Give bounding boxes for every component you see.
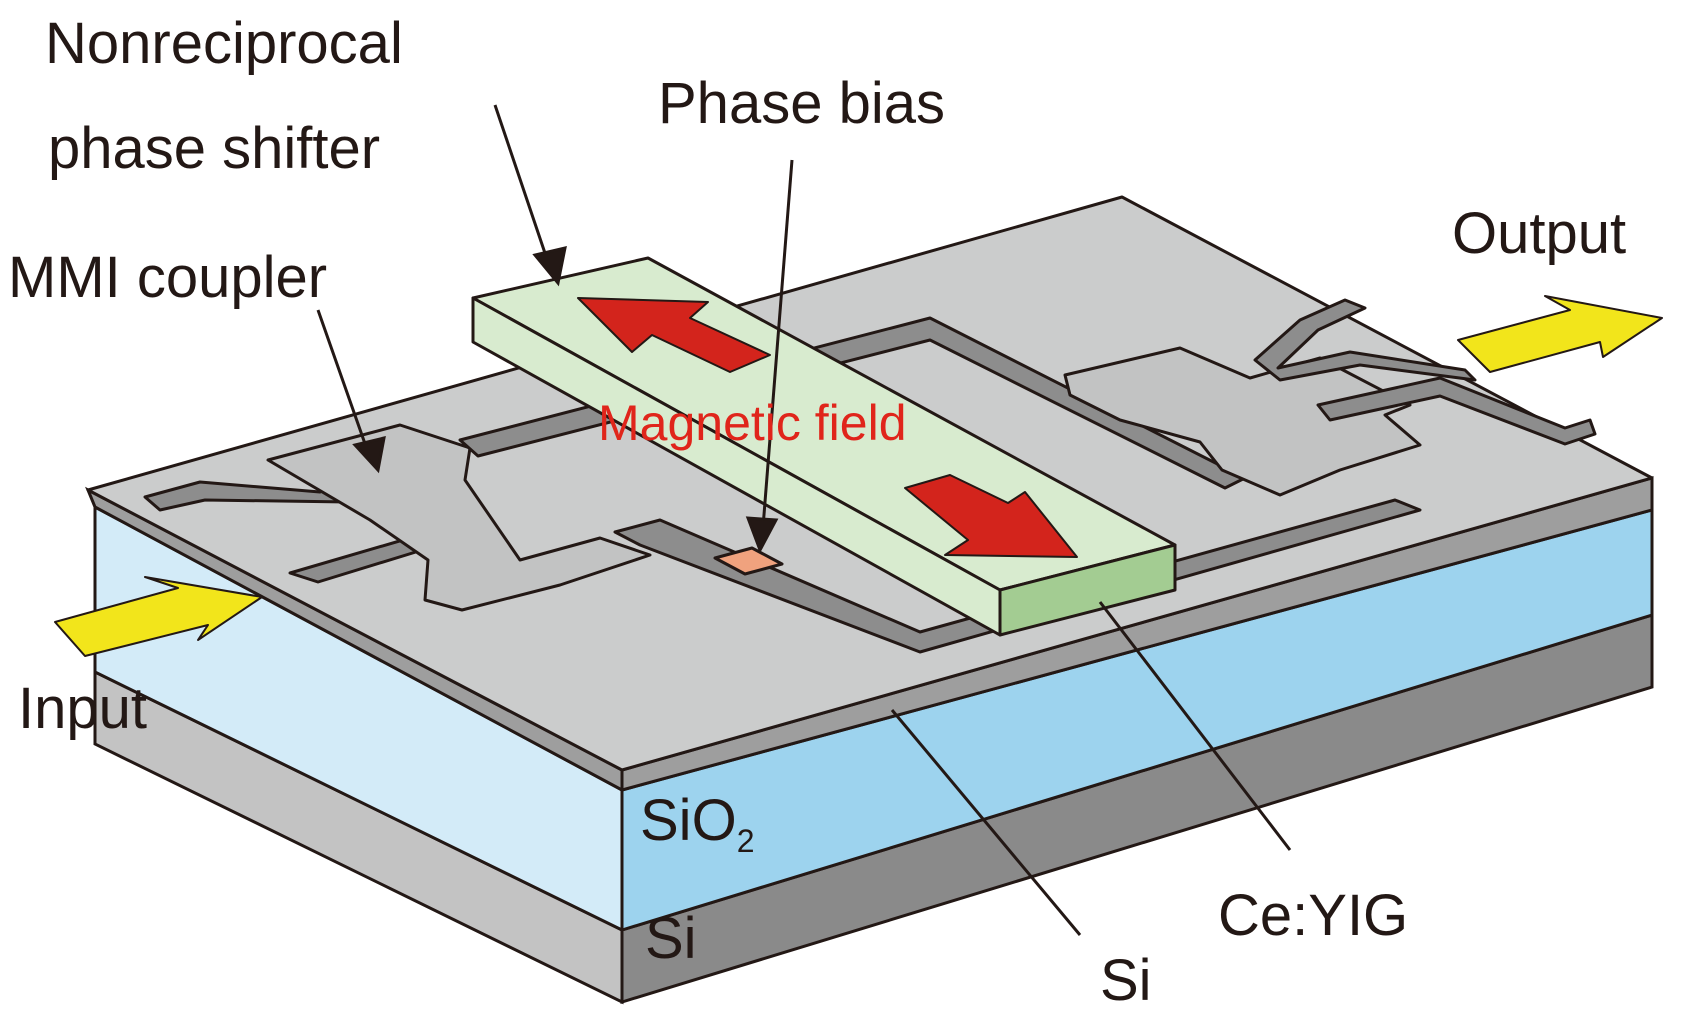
leader-line-si [890,709,1082,936]
label-output: Output [1452,201,1626,266]
input-arrow [54,576,263,657]
ceyig-slab-left [471,296,1002,637]
label-magnetic-field: Magnetic field [598,395,907,451]
label-phase-bias: Phase bias [658,71,945,136]
label-si-waveguide: Si [1100,948,1152,1013]
leader-arrow-mmi [352,435,386,474]
mmi-coupler-right [1063,346,1422,497]
label-nonreciprocal-line2: phase shifter [48,116,380,181]
label-ceyig: Ce:YIG [1218,883,1408,948]
labels: Nonreciprocal phase shifter Phase bias M… [8,11,1626,1013]
leader-arrow-phase-shifter [532,246,567,287]
output-waveguide-trench-upper [1253,298,1477,382]
output-arrow [1457,295,1663,373]
label-si-substrate: Si [645,906,697,971]
leader-lines [316,104,1292,936]
magnetic-arrow-right [904,474,1078,558]
io-arrows [54,295,1663,657]
leader-line-ceyig [1098,601,1292,851]
label-sio2-subscript: 2 [737,823,755,859]
label-mmi-coupler: MMI coupler [8,245,327,310]
magnetic-arrow-left [577,297,771,373]
leader-arrow-phase-bias [745,516,779,554]
leader-line-mmi [316,309,372,459]
output-waveguide-trench-lower [1316,376,1597,446]
label-nonreciprocal-line1: Nonreciprocal [45,11,403,76]
leader-line-phase-shifter [493,104,552,269]
label-sio2-main: SiO [640,788,737,853]
label-input: Input [18,676,147,741]
phase-bias-pad [713,546,784,576]
waveguide-structure [143,298,1597,654]
magnetic-field-arrows [577,297,1078,558]
leader-line-phase-bias [760,159,794,541]
label-sio2: SiO2 [640,788,754,859]
